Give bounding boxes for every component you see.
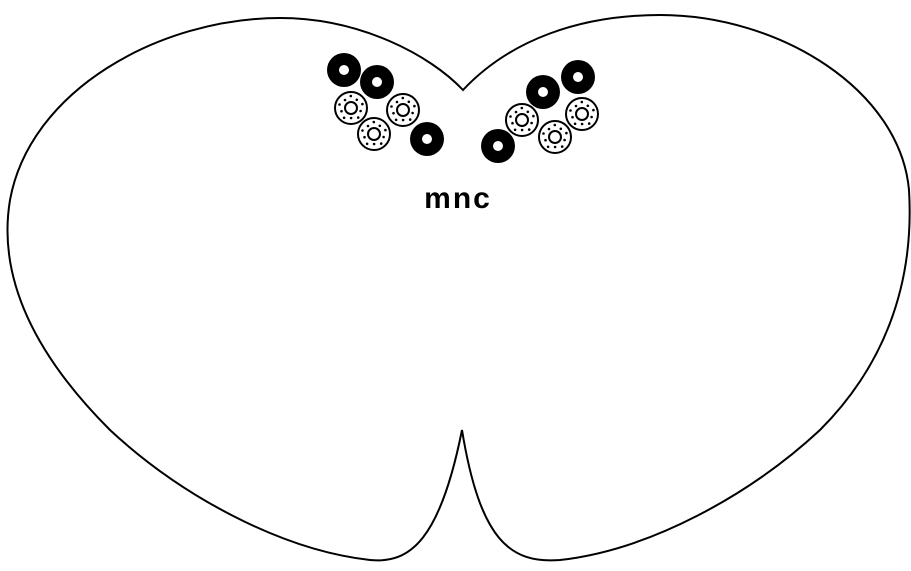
section-outline — [8, 15, 910, 560]
stipple-dot — [390, 105, 393, 108]
dark-cell-nucleus — [422, 134, 432, 144]
dark-cell-nucleus — [538, 87, 548, 97]
stipple-dot — [413, 105, 416, 108]
stipple-dot — [395, 119, 398, 122]
stipple-dot — [373, 143, 376, 146]
dark-cell-nucleus — [339, 65, 349, 75]
stipple-dot — [532, 115, 535, 118]
stipple-dot — [350, 117, 353, 120]
stipple-dot — [548, 128, 551, 131]
stipple-dot — [408, 101, 411, 104]
stipple-dot — [338, 103, 341, 106]
stipple-dot — [411, 112, 414, 115]
stipple-dot — [561, 145, 564, 148]
stipple-dot — [581, 101, 584, 104]
stipple-dot — [396, 101, 399, 104]
stipple-dot — [515, 111, 518, 114]
stipple-dot — [565, 132, 568, 135]
stipple-dot — [530, 122, 533, 125]
stipple-dot — [547, 146, 550, 149]
stipple-dot — [563, 139, 566, 142]
stipple-dot — [382, 136, 385, 139]
stipple-dot — [590, 116, 593, 119]
stipple-dot — [379, 125, 382, 128]
stipple-dot — [392, 112, 395, 115]
stipple-dot — [581, 123, 584, 126]
stipple-dot — [402, 119, 405, 122]
stippled-cell — [335, 92, 367, 124]
stipple-dot — [384, 129, 387, 132]
stippled-cell — [358, 118, 390, 150]
stipple-dot — [344, 99, 347, 102]
stipple-dot — [373, 121, 376, 124]
stippled-cell-nucleus — [549, 131, 561, 143]
stipple-dot — [544, 139, 547, 142]
stippled-cell-nucleus — [368, 128, 380, 140]
stipple-dot — [380, 142, 383, 145]
dark-ring-cell — [561, 60, 595, 94]
region-label-mnc: mnc — [424, 182, 492, 215]
stippled-cell — [387, 94, 419, 126]
stipple-dot — [527, 111, 530, 114]
stipple-dot — [356, 99, 359, 102]
dark-cell-nucleus — [372, 77, 382, 87]
stipple-dot — [509, 115, 512, 118]
stipple-dot — [575, 105, 578, 108]
stipple-dot — [542, 132, 545, 135]
stippled-cell-nucleus — [576, 108, 588, 120]
stipple-dot — [402, 97, 405, 100]
stippled-cell-nucleus — [516, 114, 528, 126]
stipple-dot — [359, 110, 362, 113]
stippled-cell — [539, 121, 571, 153]
stipple-dot — [569, 109, 572, 112]
dark-ring-cell — [327, 53, 361, 87]
dark-ring-cell — [360, 65, 394, 99]
stippled-cell-nucleus — [345, 102, 357, 114]
stipple-dot — [528, 128, 531, 131]
dark-cell-nucleus — [493, 141, 503, 151]
dark-ring-cell — [481, 129, 515, 163]
stipple-dot — [361, 129, 364, 132]
stipple-dot — [592, 109, 595, 112]
stipple-dot — [554, 124, 557, 127]
dark-ring-cell — [410, 122, 444, 156]
stipple-dot — [571, 116, 574, 119]
stipple-dot — [366, 143, 369, 146]
stipple-dot — [361, 103, 364, 106]
stipple-dot — [343, 117, 346, 120]
stipple-dot — [560, 128, 563, 131]
stipple-dot — [521, 107, 524, 110]
stipple-dot — [340, 110, 343, 113]
stipple-dot — [554, 146, 557, 149]
stipple-dot — [409, 118, 412, 121]
dark-cell-nucleus — [573, 72, 583, 82]
stipple-dot — [511, 122, 514, 125]
stipple-dot — [588, 122, 591, 125]
stipple-dot — [587, 105, 590, 108]
stipple-dot — [363, 136, 366, 139]
stipple-dot — [350, 95, 353, 98]
stippled-cell — [506, 104, 538, 136]
stipple-dot — [367, 125, 370, 128]
stipple-dot — [521, 129, 524, 132]
stipple-dot — [357, 116, 360, 119]
stipple-dot — [514, 129, 517, 132]
stippled-cell — [566, 98, 598, 130]
stippled-cell-nucleus — [397, 104, 409, 116]
stipple-dot — [574, 123, 577, 126]
dark-ring-cell — [526, 75, 560, 109]
